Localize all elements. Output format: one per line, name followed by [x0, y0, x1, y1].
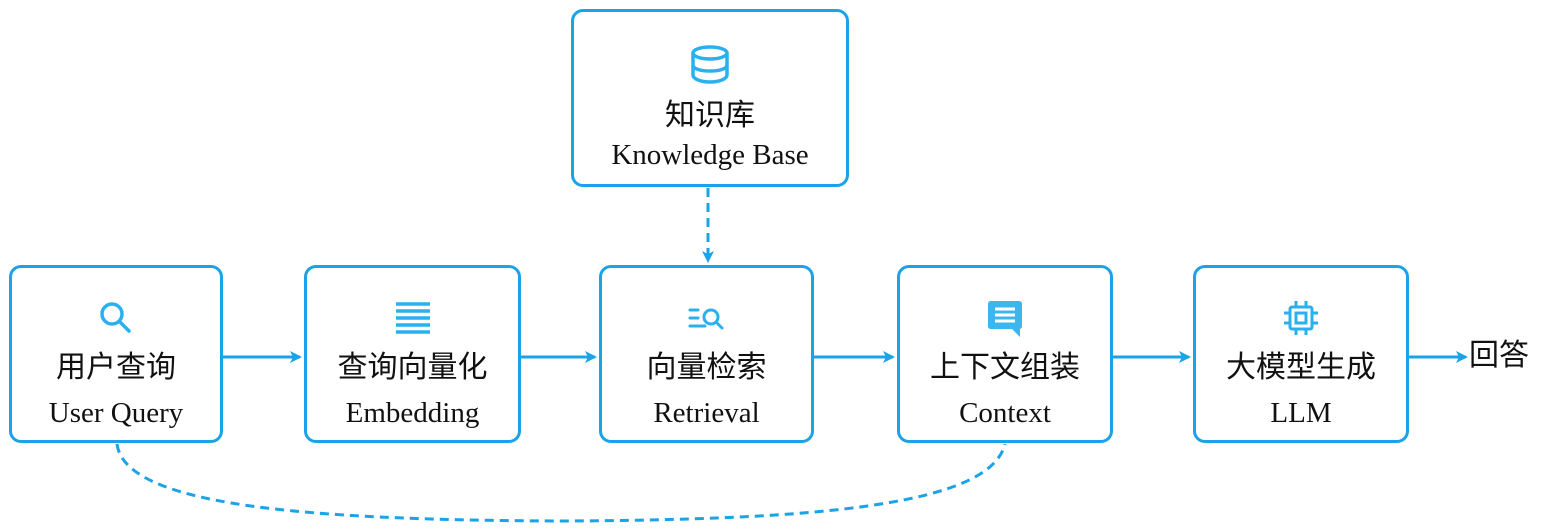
output-answer-label: 回答: [1469, 338, 1529, 373]
node-title-en: Context: [959, 397, 1051, 429]
node-title-zh: 上下文组装: [930, 350, 1080, 385]
node-title-en: LLM: [1270, 397, 1332, 429]
node-title-en: User Query: [48, 397, 184, 429]
node-title-zh: 查询向量化: [337, 350, 488, 385]
node-title-zh: 知识库: [665, 98, 755, 133]
list-search-icon: [687, 298, 727, 342]
search-icon: [96, 298, 136, 342]
node-context: 上下文组装 Context: [897, 265, 1113, 443]
node-title-en: Retrieval: [653, 397, 760, 429]
message-icon: [984, 298, 1026, 344]
node-knowledge-base: 知识库 Knowledge Base: [571, 9, 849, 187]
database-icon: [688, 44, 732, 88]
node-title-en: Knowledge Base: [611, 139, 809, 171]
node-title-en: Embedding: [345, 397, 480, 429]
edge-query-to-context-curve: [115, 443, 1007, 523]
node-title-zh: 大模型生成: [1226, 350, 1376, 385]
node-user-query: 用户查询 User Query: [9, 265, 223, 443]
node-title-zh: 向量检索: [646, 350, 767, 385]
node-retrieval: 向量检索 Retrieval: [599, 265, 814, 443]
chip-icon: [1281, 298, 1321, 342]
list-lines-icon: [393, 298, 433, 342]
node-llm: 大模型生成 LLM: [1193, 265, 1409, 443]
node-embedding: 查询向量化 Embedding: [304, 265, 521, 443]
node-title-zh: 用户查询: [56, 350, 176, 385]
